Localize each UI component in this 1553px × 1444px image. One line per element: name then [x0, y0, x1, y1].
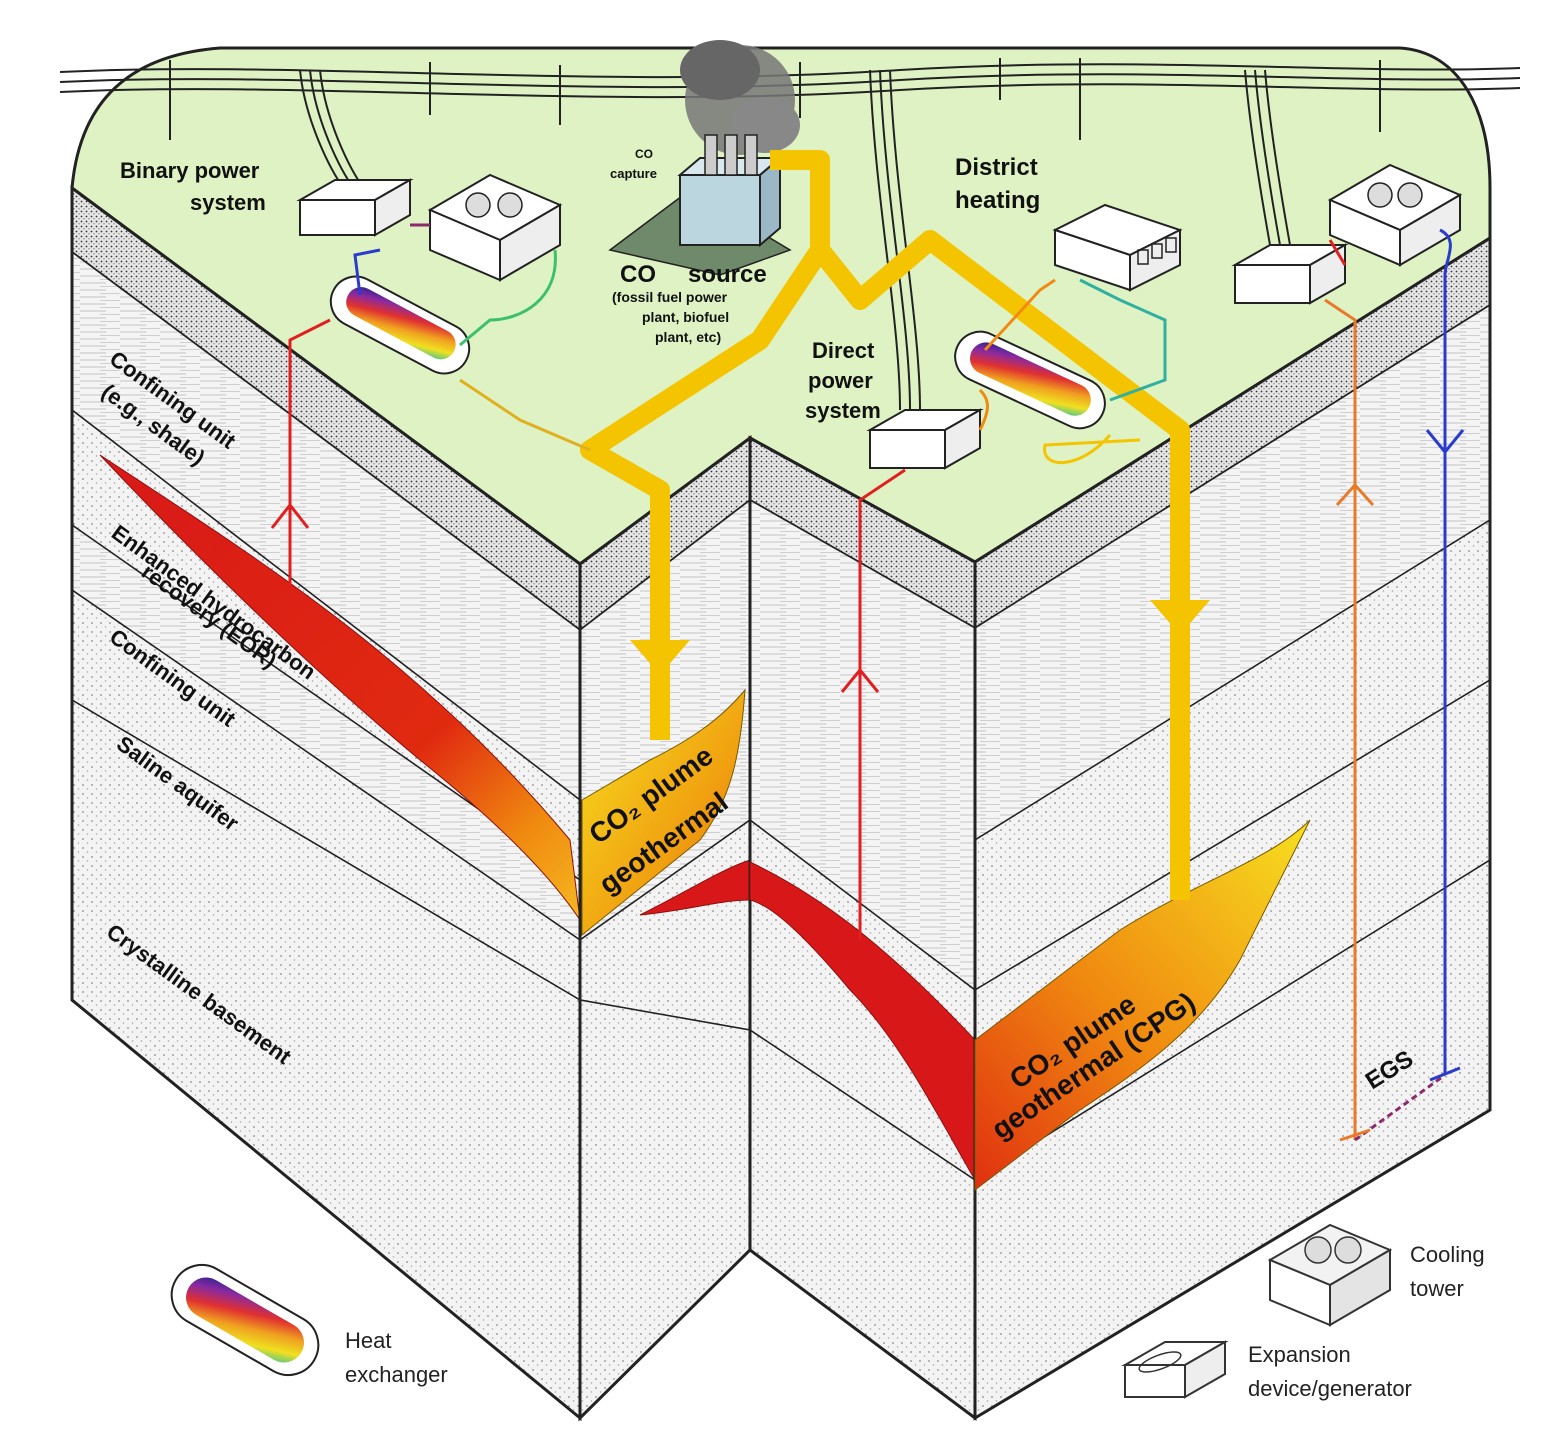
direct-power-label-line2: power	[808, 368, 873, 393]
co2-capture-label-line2: capture	[610, 166, 657, 181]
district-heating	[1052, 203, 1183, 292]
hot-fluid-arrows	[270, 502, 880, 693]
co2-capture-label-line1: CO	[635, 147, 653, 161]
co2-source-label-co: CO	[620, 261, 656, 288]
legend-cooling-label-2: tower	[1410, 1276, 1464, 1301]
co2-source-detail-2: plant, biofuel	[642, 309, 729, 325]
egs-system	[1231, 163, 1463, 305]
legend-cooling-label-1: Cooling	[1410, 1242, 1485, 1267]
legend-heat-label-1: Heat	[345, 1328, 391, 1353]
co2-source-plant	[608, 40, 800, 276]
co2-plume-left	[581, 688, 746, 937]
legend-expansion-label-1: Expansion	[1248, 1342, 1351, 1367]
co2-flow-pipes	[580, 150, 1190, 900]
binary-power-system	[296, 173, 563, 375]
cpg-plume	[974, 819, 1311, 1192]
district-heating-label-line2: heating	[955, 187, 1040, 214]
direct-power-label-line1: Direct	[812, 338, 875, 363]
eor-reservoir	[99, 454, 581, 921]
left-block-face	[70, 185, 582, 1422]
legend-cooling-tower-icon	[1267, 1223, 1393, 1327]
district-heating-label-line1: District	[955, 154, 1038, 181]
legend: Heat exchanger Cooling tower Expansion d…	[170, 1223, 1485, 1401]
power-lines	[59, 58, 1521, 411]
direct-fluid-loops	[858, 278, 1167, 940]
co2-source-detail-1: (fossil fuel power	[612, 289, 728, 305]
direct-power-label-line3: system	[805, 398, 881, 423]
egs-wells	[1324, 228, 1465, 1142]
direct-power-system	[866, 330, 1106, 470]
notch-right-face	[748, 435, 977, 1421]
legend-heat-label-2: exchanger	[345, 1362, 448, 1387]
legend-expansion-label-2: device/generator	[1248, 1376, 1412, 1401]
right-block-face	[973, 235, 1492, 1421]
legend-expansion-generator-icon	[1121, 1340, 1229, 1399]
binary-power-label-line2: system	[190, 190, 266, 215]
co2-source-label-source: source	[688, 261, 767, 288]
cpg-reservoir-red	[749, 861, 976, 1182]
surface-labels: Binary power system CO capture CO source…	[120, 147, 1040, 423]
co2-source-detail-3: plant, etc)	[655, 329, 721, 345]
binary-power-label-line1: Binary power	[120, 158, 260, 183]
legend-heat-exchanger-icon	[170, 1264, 320, 1376]
co2-flow-arrows	[630, 600, 1210, 675]
